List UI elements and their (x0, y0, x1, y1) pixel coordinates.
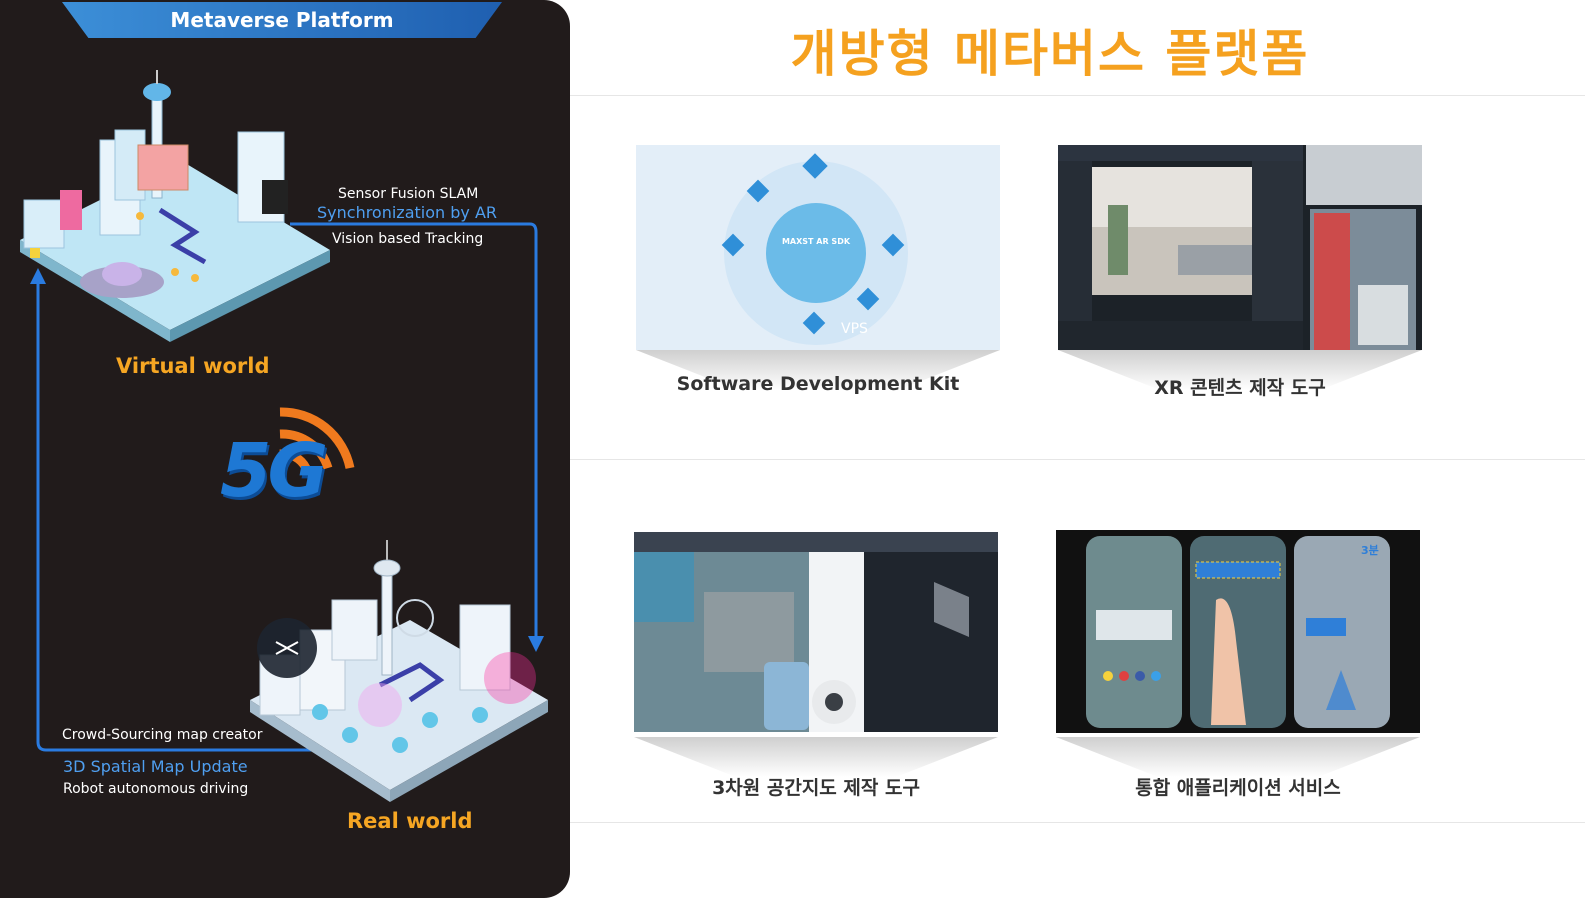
banner-title: Metaverse Platform (170, 8, 394, 32)
sdk-thumbnail: MAXST AR SDK VPS (636, 145, 1000, 350)
diagram-artwork (20, 70, 548, 802)
signal-waves-icon (279, 407, 355, 471)
card-label-app-service: 통합 애플리케이션 서비스 (1135, 777, 1341, 799)
real-world-label: Real world (347, 809, 473, 833)
card-shadow (634, 737, 998, 777)
app-service-thumbnail: 3분 (1056, 530, 1420, 733)
divider-bottom (570, 822, 1585, 823)
card-shadow (1056, 737, 1420, 777)
xr-tool-thumbnail (1058, 145, 1422, 350)
virtual-caption-line1: Sensor Fusion SLAM (338, 186, 479, 202)
real-caption-line3: Robot autonomous driving (63, 781, 249, 797)
card-label-xr-tool: XR 콘텐츠 제작 도구 (1154, 377, 1326, 399)
real-caption-line1: Crowd-Sourcing map creator (62, 727, 263, 743)
virtual-world-label: Virtual world (116, 354, 270, 378)
map-tool-thumbnail (634, 532, 998, 732)
real-city-illustration (250, 540, 548, 802)
five-g-logo: 5G (220, 428, 328, 514)
update-arrow-head (30, 268, 46, 284)
virtual-caption-line2: Synchronization by AR (317, 203, 498, 222)
app-phone-badge: 3분 (1361, 544, 1379, 557)
virtual-caption-line3: Vision based Tracking (332, 231, 484, 247)
platform-banner: Metaverse Platform (62, 2, 502, 38)
sdk-vps-label: VPS (841, 321, 868, 337)
card-label-sdk: Software Development Kit (676, 373, 960, 395)
card-label-3d-map-tool: 3차원 공간지도 제작 도구 (712, 777, 920, 799)
page-title: 개방형 메타버스 플랫폼 (790, 25, 1310, 83)
sdk-center-text: MAXST AR SDK (781, 237, 851, 246)
virtual-city-illustration (20, 70, 330, 342)
real-caption-line2: 3D Spatial Map Update (63, 757, 248, 776)
sync-arrow (290, 222, 538, 640)
metaverse-diagram-panel: Metaverse Platform (0, 0, 570, 898)
divider-middle (570, 459, 1585, 460)
divider-top (570, 95, 1585, 96)
sync-arrow-head (528, 636, 544, 652)
update-arrow (36, 280, 315, 752)
